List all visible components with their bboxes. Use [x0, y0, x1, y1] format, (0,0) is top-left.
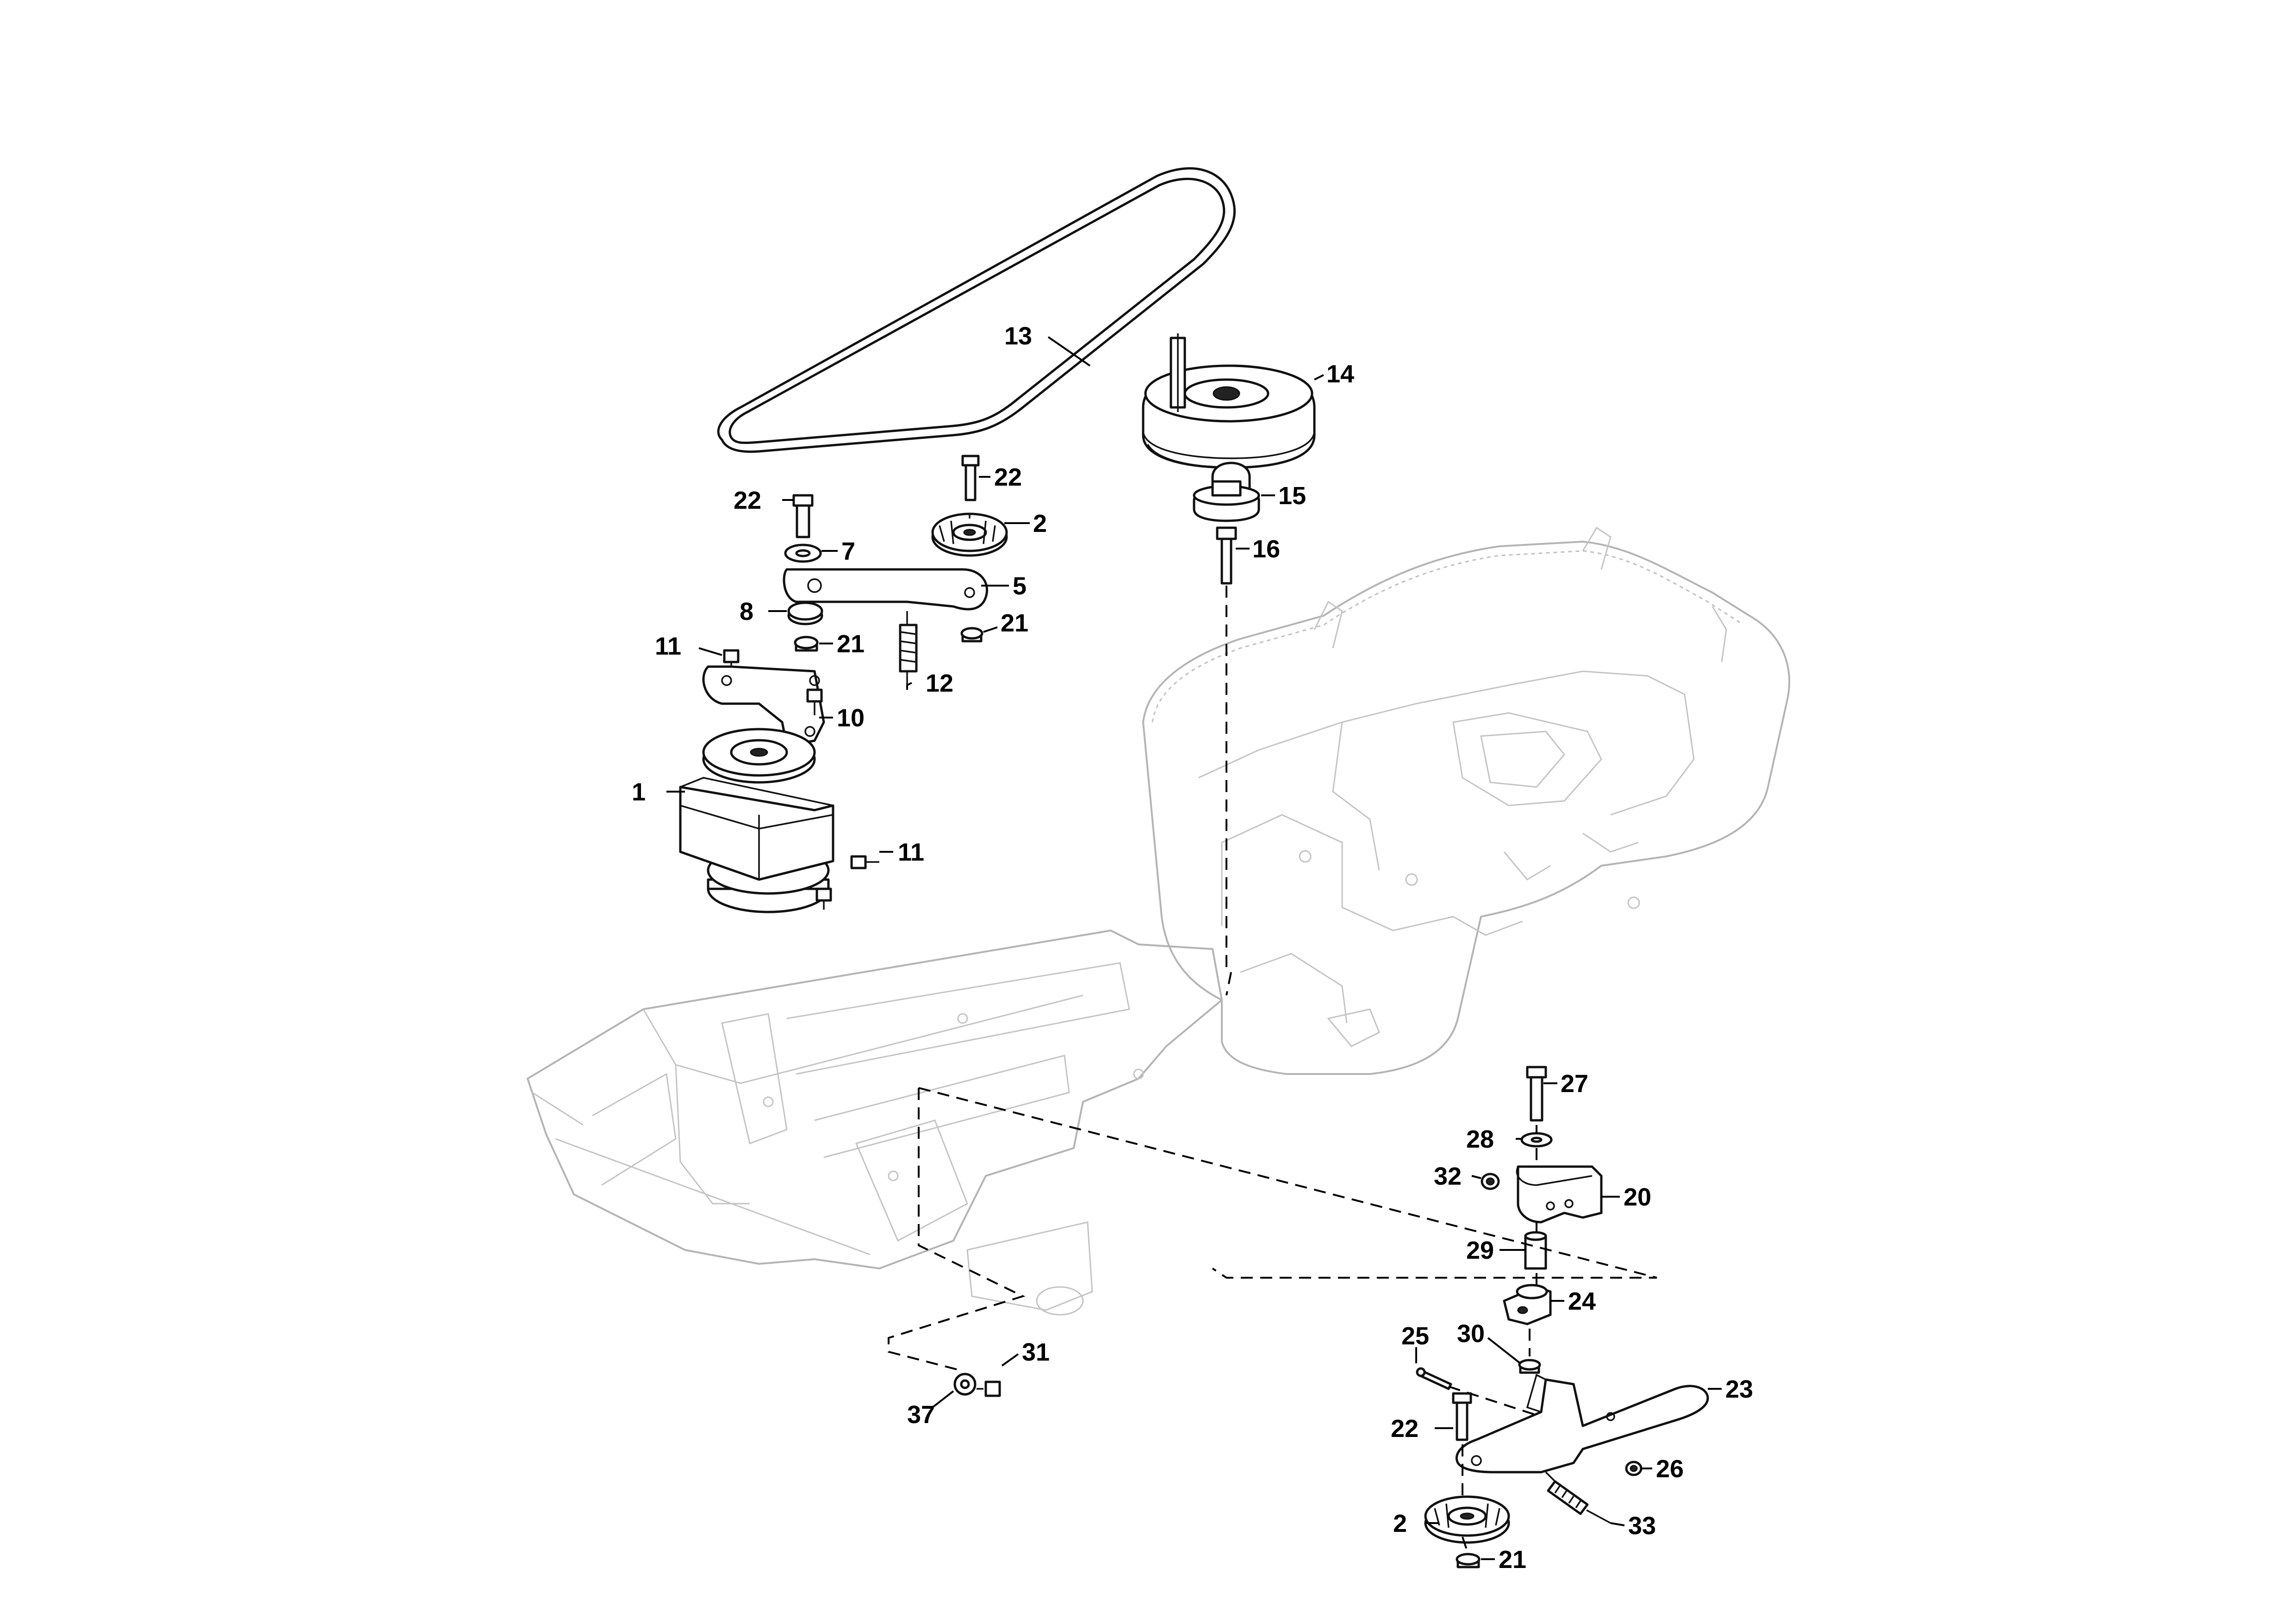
- nut-32: [1481, 1173, 1500, 1190]
- callout-11-side: 11: [898, 838, 924, 866]
- callout-7: 7: [841, 537, 855, 565]
- screw-31: [977, 1380, 1001, 1397]
- callout-20: 20: [1624, 1183, 1651, 1211]
- washer-37: [953, 1373, 977, 1396]
- idler-pulley-lower: [1424, 1495, 1510, 1544]
- washer-7: [784, 543, 822, 563]
- spring-12: [899, 611, 918, 690]
- screw-lower: [815, 887, 832, 910]
- callout-8: 8: [740, 598, 753, 625]
- tractor-frame-rails: [527, 930, 1223, 1316]
- callout-2-upper: 2: [1033, 510, 1047, 537]
- bushing-8: [787, 601, 823, 625]
- screw-11-side: [850, 855, 879, 869]
- callout-23: 23: [1725, 1375, 1753, 1403]
- callout-10: 10: [837, 704, 865, 732]
- callout-30: 30: [1457, 1320, 1485, 1348]
- assembly-lines: [888, 586, 1657, 1551]
- callout-15: 15: [1278, 482, 1306, 510]
- drive-belt: [717, 167, 1236, 453]
- nut-30: [1518, 1359, 1541, 1374]
- bolt-27: [1526, 1066, 1547, 1122]
- idler-bolt-left: [792, 494, 814, 538]
- callout-2-lower: 2: [1393, 1510, 1407, 1537]
- spring-33: [1545, 1471, 1611, 1524]
- callout-24: 24: [1568, 1287, 1596, 1315]
- pin-25: [1416, 1367, 1452, 1390]
- idler-pulley-upper: [931, 512, 1008, 557]
- callout-12: 12: [926, 669, 953, 697]
- screw-bracket: [806, 688, 823, 715]
- callout-21-right: 21: [1001, 609, 1028, 637]
- callout-21-lower: 21: [1499, 1546, 1526, 1574]
- bracket-10: [702, 665, 825, 747]
- nut-21-left: [794, 636, 819, 652]
- callout-13: 13: [1004, 322, 1032, 350]
- nut-21-right: [960, 627, 983, 643]
- mower-deck-housing: [1142, 526, 1791, 1075]
- callout-33: 33: [1628, 1512, 1656, 1540]
- idler-bolt-upper: [961, 455, 980, 501]
- pulley-assembly-1: [679, 728, 834, 913]
- clutch-spacer: [1193, 480, 1260, 522]
- callout-22-left: 22: [734, 487, 761, 514]
- nut-26: [1625, 1461, 1643, 1476]
- clutch-bolt: [1216, 526, 1237, 585]
- bracket-20: [1516, 1165, 1603, 1224]
- bolt-22-lower: [1452, 1392, 1472, 1441]
- nut-21-lower: [1456, 1553, 1481, 1568]
- callout-22-upper: 22: [994, 463, 1022, 491]
- clamp-24: [1503, 1284, 1552, 1325]
- callout-21-left: 21: [837, 630, 865, 658]
- callout-27: 27: [1561, 1070, 1588, 1098]
- idler-arm: [783, 568, 989, 611]
- callout-26: 26: [1656, 1455, 1684, 1483]
- washer-28: [1520, 1132, 1553, 1148]
- callout-37: 37: [907, 1401, 935, 1429]
- callout-22-lower: 22: [1391, 1415, 1419, 1443]
- callout-25: 25: [1401, 1322, 1429, 1350]
- callout-labels: 1 2 2 5 7 8 10 11 11 12 13 14 15 16 20 2…: [632, 322, 1753, 1574]
- callout-1: 1: [632, 778, 646, 806]
- callout-leaders: [666, 336, 1722, 1560]
- callout-11-top: 11: [655, 632, 681, 660]
- callout-5: 5: [1013, 572, 1027, 600]
- idler-arm-23: [1455, 1374, 1709, 1474]
- callout-29: 29: [1466, 1237, 1494, 1264]
- callout-31: 31: [1022, 1338, 1050, 1366]
- callout-32: 32: [1434, 1162, 1462, 1190]
- callout-16: 16: [1252, 535, 1280, 563]
- callout-14: 14: [1326, 360, 1354, 388]
- electric-clutch: [1142, 333, 1316, 492]
- spacer-29: [1524, 1231, 1547, 1270]
- callout-28: 28: [1466, 1125, 1494, 1153]
